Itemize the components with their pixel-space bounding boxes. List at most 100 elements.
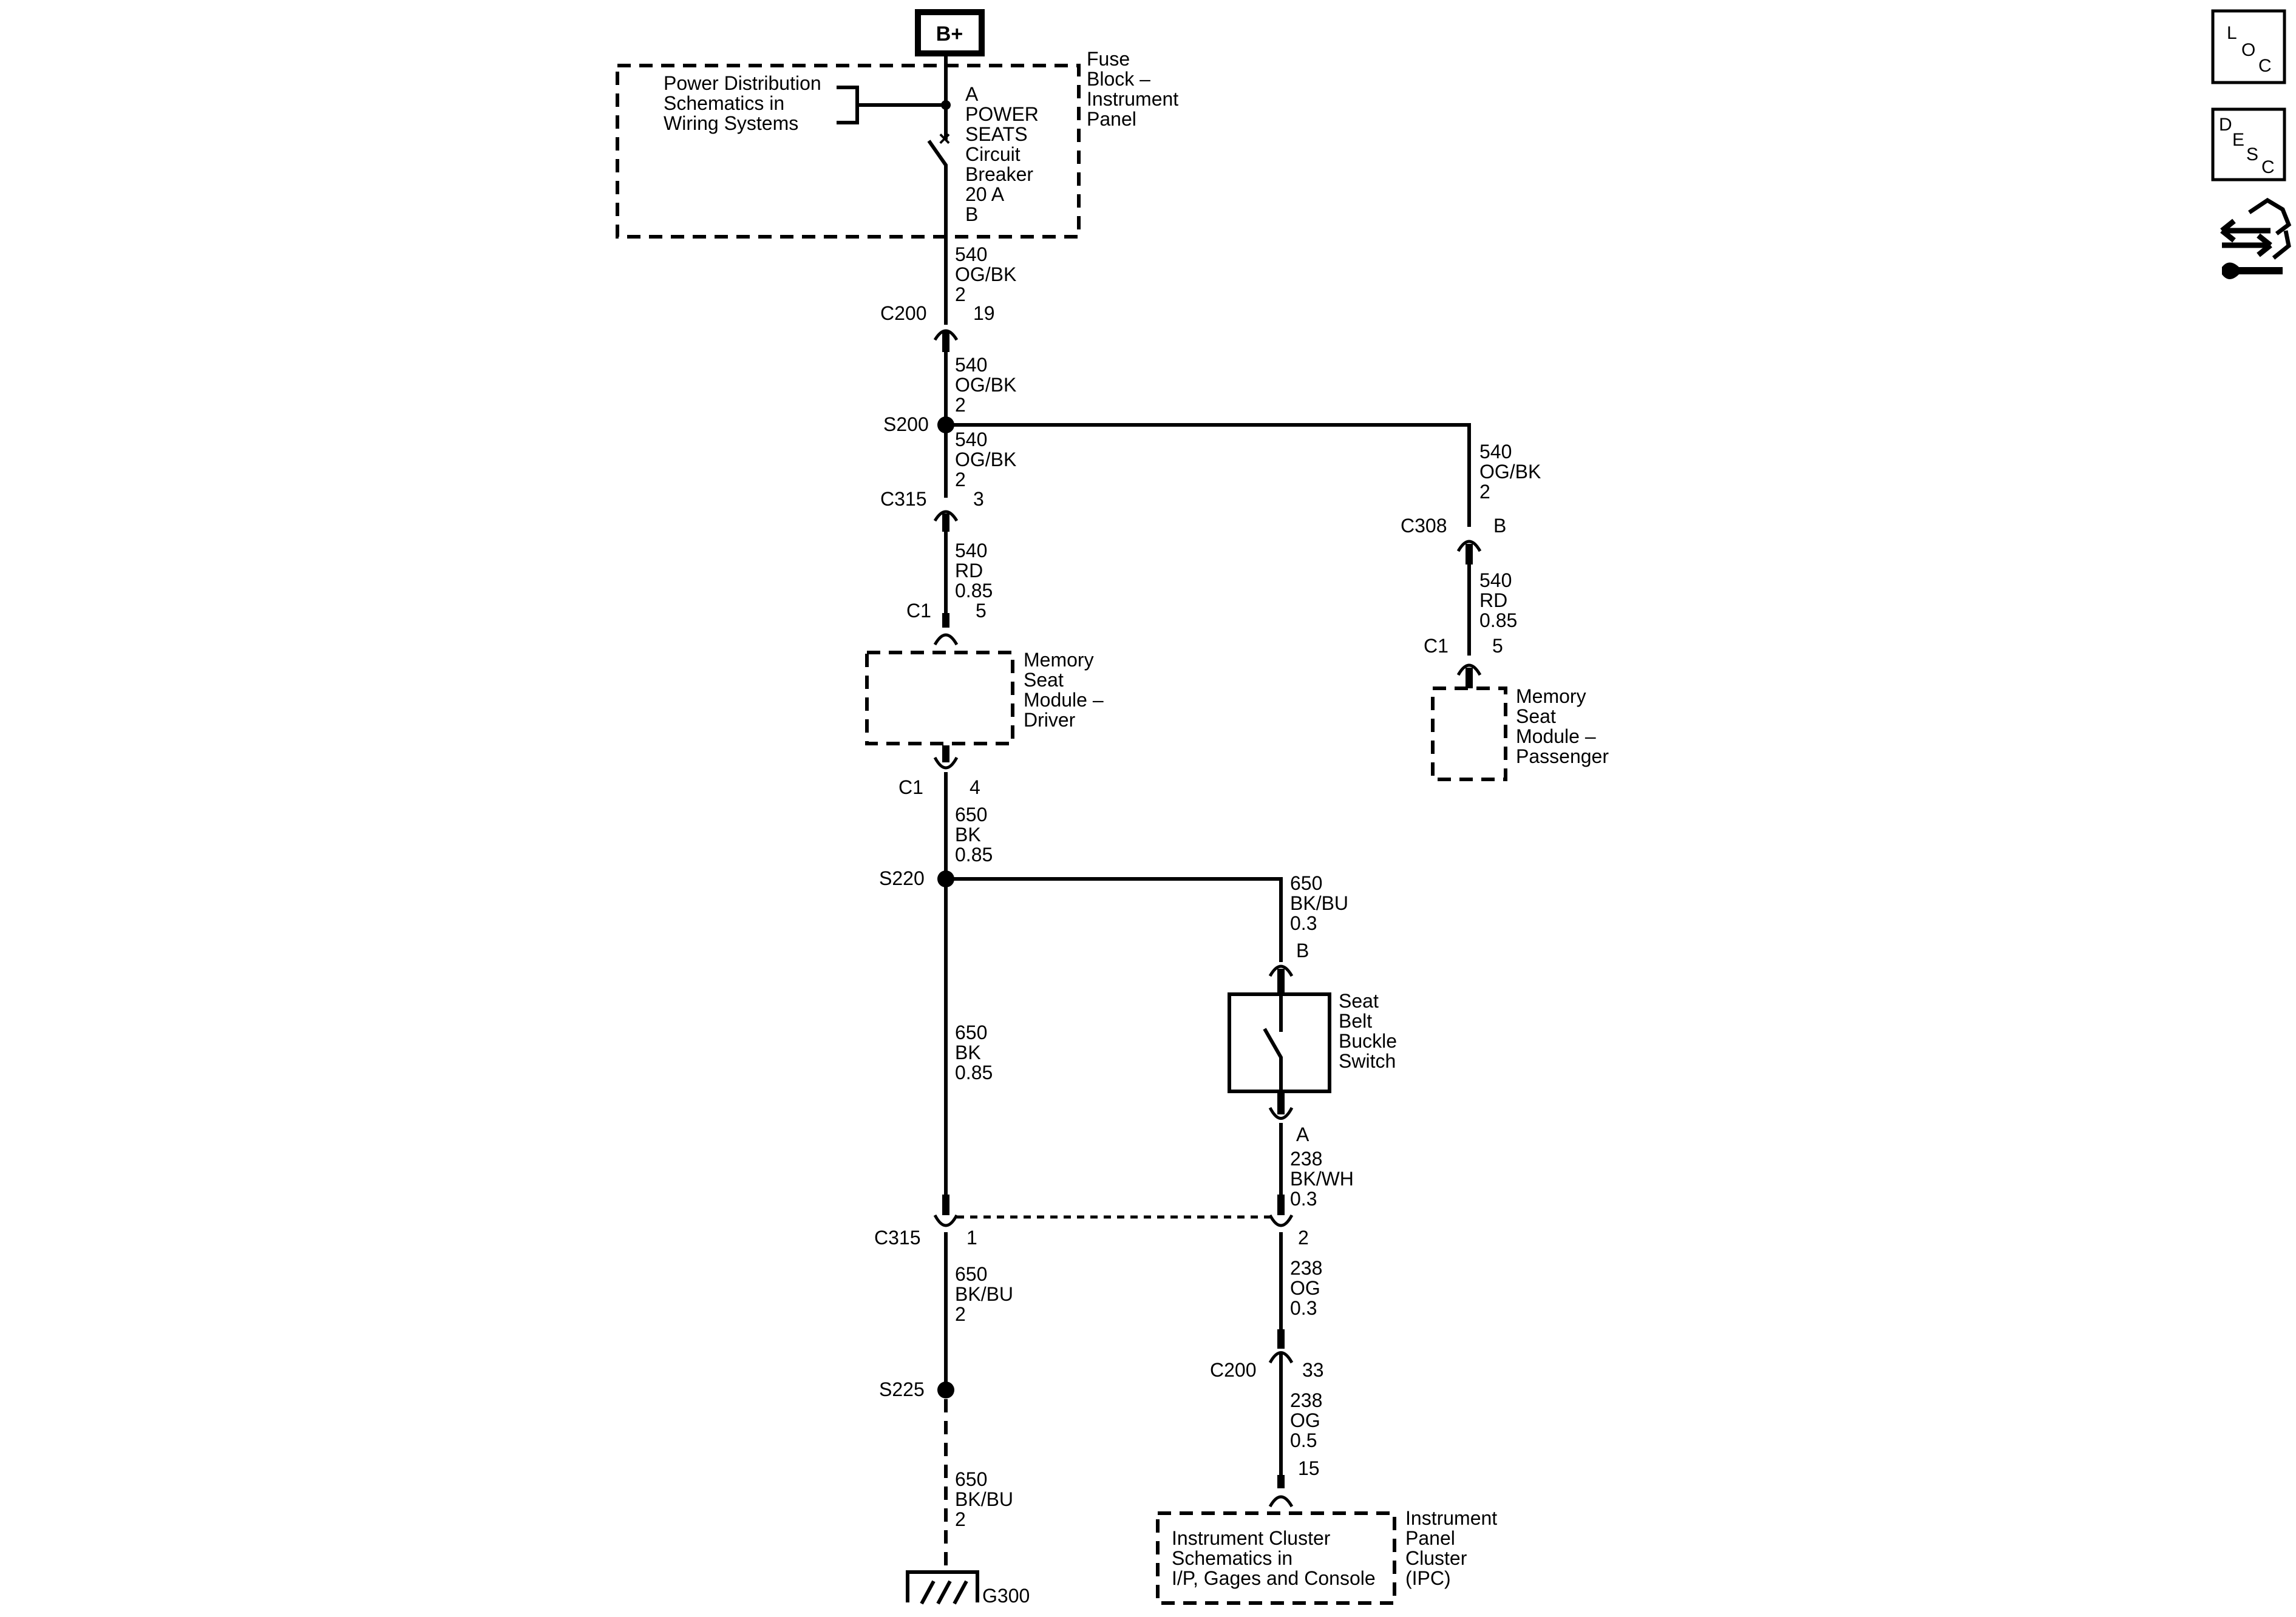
connector-c1-socket-passenger	[1456, 663, 1482, 676]
wire-label-540-ogbk-c: 540 OG/BK 2	[955, 429, 1022, 490]
connector-c315-label-a: C315	[880, 488, 927, 510]
wire-label-650-bkbu-a: 650 BK/BU 2	[955, 1263, 1019, 1325]
switch-pin-b: B	[1296, 940, 1309, 961]
connector-c1-label-passenger: C1	[1424, 635, 1449, 657]
switch-socket-b	[1268, 964, 1294, 977]
battery-positive-box	[915, 9, 985, 56]
description-view-icon-frame	[2211, 107, 2286, 181]
connector-c1-pin-4: 4	[970, 776, 980, 798]
connector-c1-pin-5-passenger: 5	[1492, 635, 1503, 657]
wire-label-540-rd-driver: 540 RD 0.85	[955, 540, 993, 602]
memory-seat-module-driver-label: Memory Seat Module – Driver	[1024, 649, 1109, 731]
connector-c200-pin-33: 33	[1302, 1359, 1324, 1381]
wire-label-540-rd-passenger: 540 RD 0.85	[1479, 569, 1517, 631]
connector-c200-pin-19: 19	[973, 302, 995, 324]
wire-label-540-ogbk-passenger: 540 OG/BK 2	[1479, 441, 1546, 503]
connector-c315-pin-3: 3	[973, 488, 984, 510]
passenger-feed-wire	[946, 423, 1471, 527]
switch-pin-a-mark	[1277, 1091, 1285, 1114]
connector-c308-pin-b: B	[1493, 515, 1506, 537]
instrument-panel-cluster-label: Instrument Panel Cluster (IPC)	[1405, 1507, 1503, 1589]
splice-s225-label: S225	[879, 1378, 925, 1400]
connector-c1-label-driver-in: C1	[906, 600, 931, 622]
description-view-letter-e: E	[2232, 130, 2244, 150]
connector-c315-socket-a	[933, 510, 959, 522]
instrument-panel-cluster[interactable]	[1156, 1511, 1396, 1605]
memory-seat-module-passenger[interactable]	[1431, 686, 1507, 781]
connector-c200-label: C200	[880, 302, 927, 324]
location-view-letter-c: C	[2258, 56, 2272, 76]
splice-s220-label: S220	[879, 867, 925, 889]
ipc-pin-15-mark	[1277, 1475, 1285, 1488]
breaker-junction	[941, 100, 951, 110]
repair-procedure-icon[interactable]	[2220, 197, 2292, 279]
seat-belt-buckle-switch-label: Seat Belt Buckle Switch	[1339, 990, 1402, 1072]
connector-c308-label: C308	[1401, 515, 1447, 537]
connector-c315-pin-2-label: 2	[1298, 1227, 1309, 1249]
connector-c315-pin-2-mark	[1277, 1195, 1285, 1215]
connector-c200-pin	[942, 331, 949, 352]
description-view-letter-d: D	[2219, 115, 2232, 135]
connector-c1-pin-passenger	[1466, 668, 1473, 688]
connector-c200-socket-b	[1268, 1351, 1294, 1364]
instrument-cluster-schematics-reference[interactable]: Instrument Cluster Schematics in I/P, Ga…	[1172, 1527, 1376, 1589]
ground-g300-label: G300	[982, 1585, 1030, 1607]
wire-label-650-bk-b: 650 BK 0.85	[955, 1022, 993, 1083]
connector-c200-pin-33-mark	[1277, 1329, 1285, 1349]
description-view-letter-s: S	[2246, 144, 2258, 164]
connector-c1-label-driver-out: C1	[898, 776, 923, 798]
connector-c200-socket	[933, 329, 959, 341]
connector-c1-pin-driver-out	[942, 745, 949, 762]
switch-pin-b-mark	[1277, 969, 1285, 993]
wire-label-650-bkbu-b: 650 BK/BU 2	[955, 1468, 1019, 1530]
connector-c1-socket-driver-out	[933, 756, 959, 770]
switch-socket-a	[1268, 1107, 1294, 1120]
connector-c1-pin-5-driver: 5	[976, 600, 987, 622]
wire-label-238-og-03: 238 OG 0.3	[1290, 1257, 1328, 1319]
power-distribution-reference[interactable]: Power Distribution Schematics in Wiring …	[664, 72, 827, 134]
connector-c308-pin	[1466, 544, 1473, 564]
breaker-contact-mark: ×	[939, 127, 951, 151]
connector-c200-label-b: C200	[1210, 1359, 1257, 1381]
splice-s200-label: S200	[883, 413, 929, 435]
fuse-block-label: Fuse Block – Instrument Panel	[1087, 48, 1184, 130]
connector-c315-socket-1	[933, 1214, 959, 1227]
wire-label-650-bkbu-switch: 650 BK/BU 0.3	[1290, 872, 1354, 934]
connector-c315-pin-1	[942, 1195, 949, 1215]
splice-s225[interactable]	[937, 1381, 954, 1398]
buckle-switch-feed-wire	[946, 877, 1283, 962]
connector-c1-pin-driver-in	[942, 613, 949, 628]
connector-c315-socket-2	[1268, 1214, 1294, 1227]
location-view-icon[interactable]: L O C	[2211, 9, 2286, 84]
connector-c1-socket-driver-in	[933, 633, 959, 646]
repair-hand-icon	[2248, 197, 2292, 260]
switch-pin-a: A	[1296, 1124, 1309, 1145]
memory-seat-module-passenger-label: Memory Seat Module – Passenger	[1516, 685, 1609, 767]
connector-c315-label-b: C315	[874, 1227, 921, 1249]
wire-label-650-bk-a: 650 BK 0.85	[955, 804, 993, 866]
circuit-breaker-label: A POWER SEATS Circuit Breaker 20 A B	[965, 83, 1044, 225]
buckle-switch-contact	[1263, 994, 1283, 1091]
reference-bracket	[837, 86, 946, 124]
wire-label-238-bkwh: 238 BK/WH 0.3	[1290, 1148, 1359, 1210]
location-view-icon-frame	[2211, 9, 2286, 84]
fuse-block-outline	[616, 64, 1081, 239]
description-view-letter-c: C	[2261, 157, 2275, 177]
wrench-icon	[2222, 262, 2283, 279]
ipc-socket	[1268, 1495, 1294, 1508]
repair-arrows-icon	[2220, 219, 2272, 257]
connector-c315-pin-1-label: 1	[966, 1227, 977, 1249]
connector-c315-pin-a	[942, 514, 949, 532]
description-view-icon[interactable]: D E S C	[2211, 107, 2286, 181]
wire-label-238-og-05: 238 OG 0.5	[1290, 1389, 1328, 1451]
wire-label-540-ogbk-a: 540 OG/BK 2	[955, 243, 1022, 305]
circuit-breaker-contact	[927, 140, 948, 325]
connector-c308-socket	[1456, 540, 1482, 552]
location-view-letter-o: O	[2241, 40, 2255, 60]
ipc-pin-15: 15	[1298, 1457, 1320, 1479]
location-view-letter-l: L	[2227, 23, 2237, 43]
battery-positive-label: B+	[936, 22, 963, 46]
ground-symbol	[906, 1570, 979, 1605]
memory-seat-module-driver[interactable]	[865, 651, 1014, 745]
